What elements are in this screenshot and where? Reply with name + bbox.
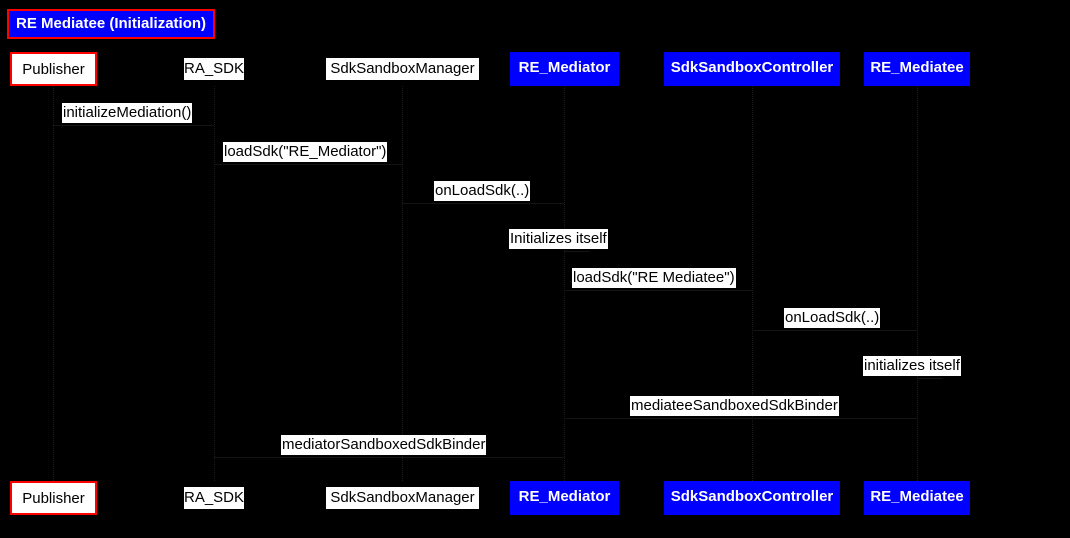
- lifeline-publisher: [53, 86, 55, 481]
- message-arrow-5: [752, 330, 917, 331]
- lifeline-re_mediatee: [917, 86, 919, 481]
- message-label-2: onLoadSdk(..): [434, 181, 531, 201]
- participant-bottom-ra_sdk: RA_SDK: [184, 487, 244, 509]
- message-arrow-1: [214, 164, 402, 165]
- message-arrow-6: [917, 378, 943, 379]
- message-label-8: mediatorSandboxedSdkBinder: [281, 435, 487, 455]
- message-arrow-8: [214, 457, 564, 458]
- participant-top-publisher: Publisher: [10, 52, 97, 86]
- lifeline-sdksandboxmanager: [402, 86, 404, 481]
- diagram-title-badge: RE Mediatee (Initialization): [7, 9, 216, 39]
- lifeline-ra_sdk: [214, 86, 216, 481]
- message-label-7: mediateeSandboxedSdkBinder: [630, 396, 839, 416]
- participant-bottom-re_mediatee: RE_Mediatee: [864, 481, 970, 515]
- message-label-5: onLoadSdk(..): [784, 308, 881, 328]
- message-label-3: Initializes itself: [509, 229, 608, 249]
- participant-top-re_mediatee: RE_Mediatee: [864, 52, 970, 86]
- participant-bottom-publisher: Publisher: [10, 481, 97, 515]
- participant-top-ra_sdk: RA_SDK: [184, 58, 244, 80]
- participant-bottom-sdksandboxmanager: SdkSandboxManager: [326, 487, 479, 509]
- participant-top-sdksandboxmanager: SdkSandboxManager: [326, 58, 479, 80]
- message-label-4: loadSdk("RE Mediatee"): [572, 268, 736, 288]
- message-arrow-0: [53, 125, 214, 126]
- participant-bottom-sdksandboxcontroller: SdkSandboxController: [664, 481, 840, 515]
- message-arrow-7: [564, 418, 917, 419]
- message-label-1: loadSdk("RE_Mediator"): [223, 142, 388, 162]
- participant-bottom-re_mediator: RE_Mediator: [510, 481, 619, 515]
- participant-top-sdksandboxcontroller: SdkSandboxController: [664, 52, 840, 86]
- message-arrow-2: [402, 203, 564, 204]
- message-arrow-3: [564, 251, 590, 252]
- lifeline-re_mediator: [564, 86, 566, 481]
- participant-top-re_mediator: RE_Mediator: [510, 52, 619, 86]
- message-label-6: initializes itself: [863, 356, 961, 376]
- message-arrow-4: [564, 290, 752, 291]
- lifeline-sdksandboxcontroller: [752, 86, 754, 481]
- message-label-0: initializeMediation(): [62, 103, 193, 123]
